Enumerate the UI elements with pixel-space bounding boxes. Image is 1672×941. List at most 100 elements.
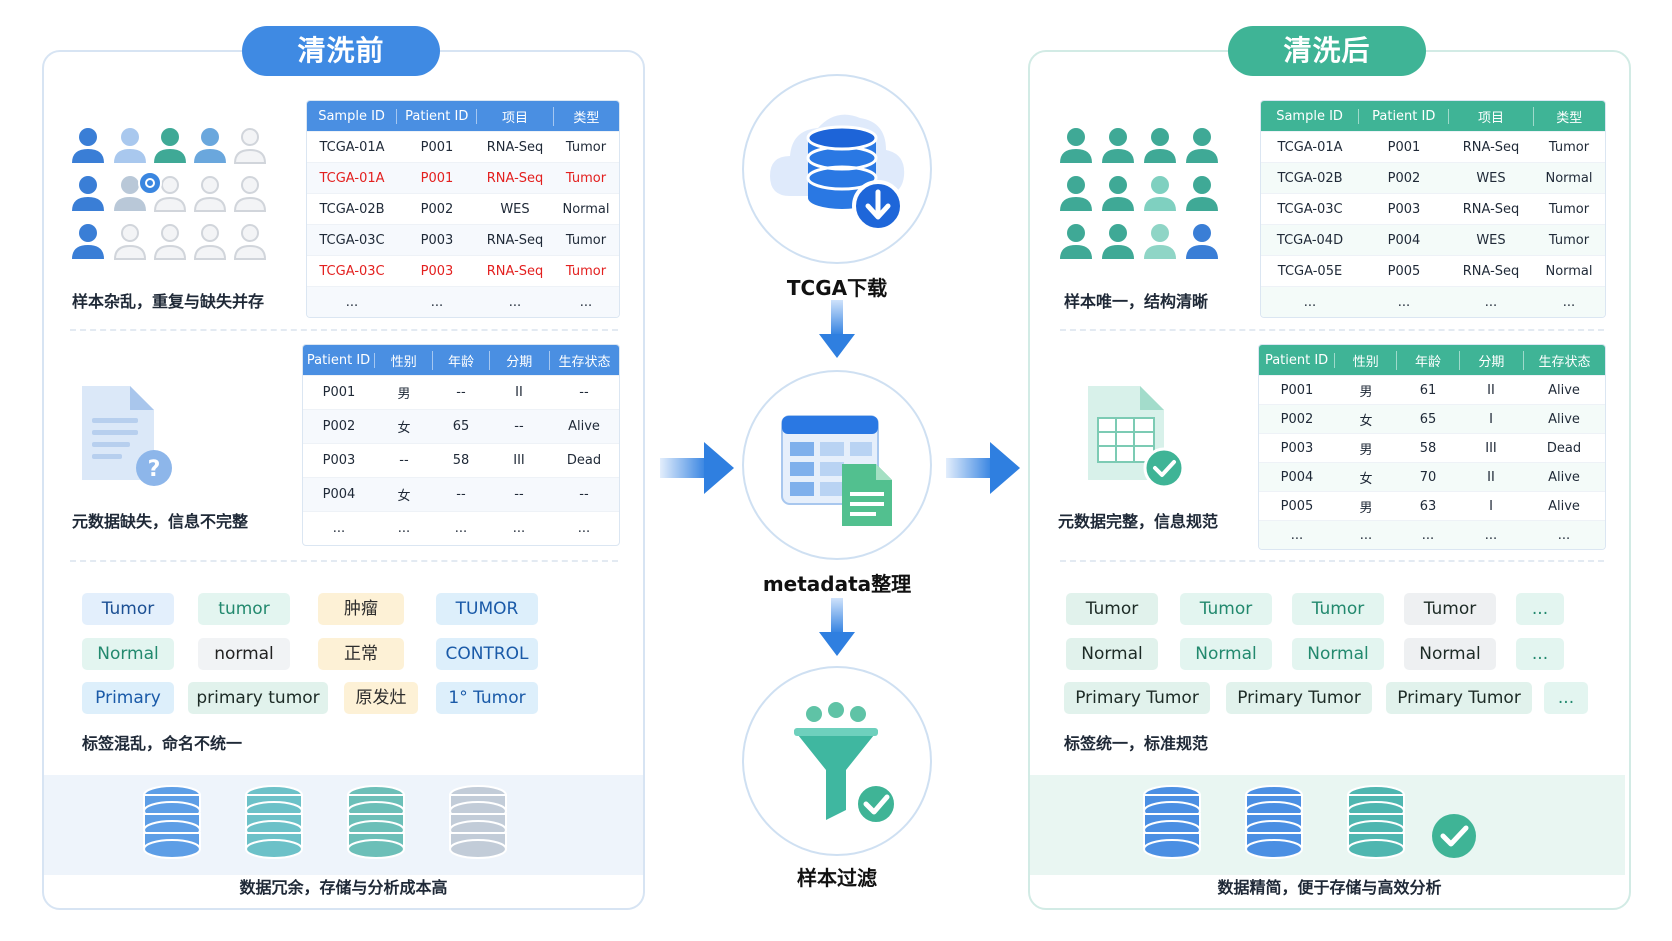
table-cell: TCGA-03C — [319, 232, 385, 248]
table-cell: -- — [514, 419, 524, 434]
table-row: TCGA-01A P001 RNA-Seq Tumor — [1261, 131, 1605, 162]
table-row: ... ... ... ... ... — [1259, 520, 1605, 549]
before-meta-table: Patient ID 性别 年龄 分期 生存状态 P001 男 -- II --… — [302, 344, 620, 546]
table-cell: 58 — [452, 453, 470, 468]
document-question-icon: ? — [82, 386, 172, 486]
table-cell: ... — [512, 521, 526, 536]
table-cell: I — [1489, 498, 1493, 514]
table-header: Patient ID 性别 年龄 分期 生存状态 — [1259, 345, 1605, 375]
table-cell: ... — [332, 521, 346, 536]
table-cell: 63 — [1419, 498, 1437, 514]
step-tcga-download: TCGA下载 — [786, 276, 888, 300]
label-tag: ... — [1516, 638, 1564, 670]
table-cell: P002 — [322, 419, 356, 434]
column-header: 生存状态 — [1538, 354, 1591, 370]
label-tag: TUMOR — [436, 593, 538, 625]
database-icon — [1143, 785, 1201, 859]
label-tag: tumor — [198, 593, 290, 625]
column-header: 类型 — [573, 110, 600, 126]
table-header: Sample ID Patient ID 项目 类型 — [1261, 101, 1605, 131]
table-cell: RNA-Seq — [1462, 139, 1520, 155]
before-samples-caption: 样本杂乱，重复与缺失并存 — [72, 292, 265, 311]
table-cell: ... — [345, 294, 359, 310]
label-tag: primary tumor — [188, 682, 328, 714]
table-row: ... ... ... ... — [1261, 286, 1605, 317]
database-icon — [1245, 785, 1303, 859]
label-tag: ... — [1544, 682, 1588, 714]
after-sample-table: Sample ID Patient ID 项目 类型 TCGA-01A P001… — [1260, 100, 1606, 318]
table-cell: -- — [579, 385, 589, 400]
table-cell: P002 — [420, 201, 454, 217]
step-sample-filter: 样本过滤 — [797, 866, 877, 890]
table-cell: Alive — [1548, 382, 1580, 398]
table-cell: WES — [1476, 232, 1506, 248]
column-header: Patient ID — [1259, 352, 1336, 368]
table-cell: ... — [1484, 294, 1498, 310]
table-cell: 70 — [1419, 469, 1437, 485]
table-row: P002 女 65 -- Alive — [303, 409, 619, 443]
after-storage-band — [1030, 775, 1625, 875]
after-meta-caption: 元数据完整，信息规范 — [1058, 512, 1219, 531]
table-cell: TCGA-01A — [319, 170, 385, 186]
column-header: 分期 — [490, 350, 550, 370]
table-cell: Dead — [1546, 440, 1582, 456]
table-cell: ... — [454, 521, 468, 536]
table-cell: Tumor — [565, 170, 607, 186]
column-header: 类型 — [1556, 110, 1583, 126]
table-cell: TCGA-04D — [1276, 232, 1344, 248]
table-row: P001 男 61 II Alive — [1259, 375, 1605, 404]
label-tag: 原发灶 — [344, 682, 418, 714]
after-title: 清洗后 — [1228, 26, 1426, 76]
table-cell: ... — [1397, 294, 1411, 310]
table-cell: RNA-Seq — [486, 263, 544, 279]
table-cell: P005 — [1387, 263, 1421, 279]
column-header: 年龄 — [1397, 350, 1460, 370]
column-header: Sample ID — [307, 108, 398, 124]
before-storage-caption: 数据冗余，存储与分析成本高 — [239, 878, 448, 897]
label-tag: Normal — [82, 638, 174, 670]
table-cell: Alive — [568, 419, 600, 434]
column-header: 生存状态 — [558, 354, 611, 370]
table-row-duplicate: TCGA-01A P001 RNA-Seq Tumor — [307, 162, 619, 193]
table-cell: Tumor — [565, 232, 607, 248]
table-cell: ... — [1290, 527, 1304, 543]
label-tag: CONTROL — [436, 638, 538, 670]
database-icon — [143, 785, 201, 859]
table-cell: II — [1487, 469, 1495, 485]
table-cell: ... — [430, 294, 444, 310]
table-row: ... ... ... ... — [307, 286, 619, 317]
table-cell: P001 — [420, 170, 454, 186]
table-cell: III — [1485, 440, 1497, 456]
column-header: 年龄 — [433, 350, 490, 370]
column-header: 分期 — [1460, 350, 1524, 370]
table-cell: Normal — [1545, 263, 1593, 279]
database-icon — [347, 785, 405, 859]
table-header: Sample ID Patient ID 项目 类型 — [307, 101, 619, 131]
section-divider — [1060, 329, 1604, 331]
table-cell: P003 — [1387, 201, 1421, 217]
table-cell: 女 — [397, 421, 411, 436]
table-cell: TCGA-01A — [1277, 139, 1343, 155]
label-tag: Primary Tumor — [1064, 682, 1210, 714]
table-cell: Alive — [1548, 469, 1580, 485]
table-cell: RNA-Seq — [486, 139, 544, 155]
table-cell: ... — [1303, 294, 1317, 310]
table-cell: ... — [1557, 527, 1571, 543]
table-cell: ... — [1421, 527, 1435, 543]
label-tag: 正常 — [318, 638, 404, 670]
table-cell: -- — [456, 385, 466, 400]
table-cell: RNA-Seq — [486, 170, 544, 186]
table-cell: Alive — [1548, 498, 1580, 514]
label-tag: Tumor — [1404, 593, 1496, 625]
duplicate-marker-icon — [138, 171, 162, 195]
table-cell: Normal — [562, 201, 610, 217]
table-cell: -- — [456, 487, 466, 502]
table-cell: 女 — [1359, 413, 1373, 429]
label-tag: Tumor — [1066, 593, 1158, 625]
table-cell: P001 — [1387, 139, 1421, 155]
table-header: Patient ID 性别 年龄 分期 生存状态 — [303, 345, 619, 375]
table-cell: TCGA-03C — [319, 263, 385, 279]
table-cell: ... — [397, 521, 411, 536]
table-row: TCGA-01A P001 RNA-Seq Tumor — [307, 131, 619, 162]
cloud-download-icon — [770, 114, 905, 232]
